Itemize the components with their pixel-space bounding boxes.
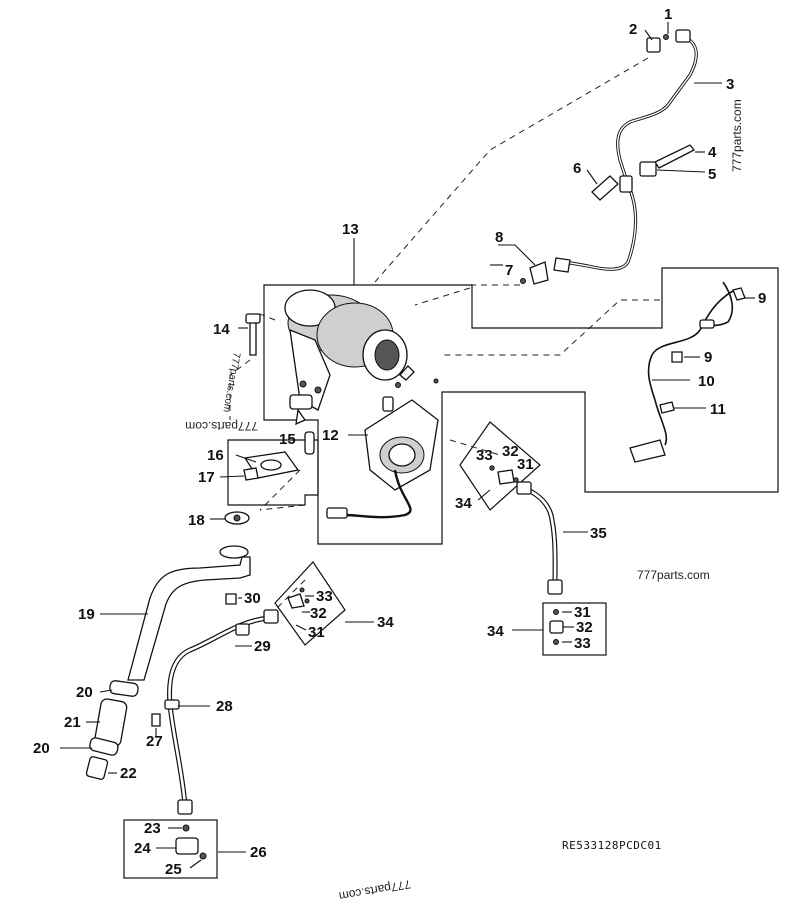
- dowel-15: [304, 431, 315, 455]
- callout-20b: 20: [33, 740, 50, 757]
- clip-5: [639, 161, 657, 177]
- hose-sleeve-6: [591, 175, 619, 201]
- callout-12: 12: [322, 427, 339, 444]
- callout-21: 21: [64, 714, 81, 731]
- callout-5: 5: [708, 166, 716, 183]
- watermark-bottom: 777parts.com: [338, 877, 412, 901]
- callout-2: 2: [629, 21, 637, 38]
- seal-ring-1: [663, 34, 669, 40]
- callout-8: 8: [495, 229, 503, 246]
- callout-13: 13: [342, 221, 359, 238]
- oil-return-assembly: [85, 313, 315, 780]
- gasket-group-frame: [227, 439, 319, 506]
- callout-17: 17: [198, 469, 215, 486]
- callout-30: 30: [244, 590, 261, 607]
- callout-26: 26: [250, 844, 267, 861]
- washer-7: [520, 278, 526, 284]
- line-nut-lower: [553, 257, 571, 273]
- clamp-20-upper: [109, 680, 139, 697]
- actuator-hose-assembly: [489, 465, 564, 645]
- callout-14: 14: [213, 321, 230, 338]
- callout-15: 15: [279, 431, 296, 448]
- fitting-24: [175, 837, 199, 855]
- bolt-4: [654, 144, 696, 169]
- callout-32a: 32: [502, 443, 519, 460]
- callout-32b: 32: [310, 605, 327, 622]
- callout-34a: 34: [455, 495, 472, 512]
- callout-labels: 1 2 3 4 5 6 7 8 9 9 10 11 12 13 14 15 16…: [33, 6, 766, 878]
- turbocharger: [284, 289, 408, 426]
- drawing-code: RE533128PCDC01: [562, 839, 662, 852]
- fitting-group-box-right: [542, 602, 607, 656]
- callout-22: 22: [120, 765, 137, 782]
- callout-7: 7: [505, 262, 513, 279]
- wastegate-actuator: [326, 365, 439, 519]
- callout-9b: 9: [704, 349, 712, 366]
- callout-32c: 32: [576, 619, 593, 636]
- callout-35: 35: [590, 525, 607, 542]
- callout-4: 4: [708, 144, 717, 161]
- sensor-harness: [629, 281, 746, 463]
- fitting-group-diamond-lower: [274, 561, 346, 646]
- clamp-20-lower: [89, 737, 119, 756]
- watermark-right: 777parts.com: [637, 568, 710, 582]
- leader-lines: [60, 22, 755, 869]
- clamp-sleeve: [619, 175, 633, 193]
- callout-31a: 31: [517, 456, 534, 473]
- adapter-22: [85, 756, 109, 780]
- callout-24: 24: [134, 840, 151, 857]
- callout-11: 11: [710, 401, 726, 418]
- fitting-8: [529, 261, 549, 285]
- callout-25: 25: [165, 861, 182, 878]
- callout-31b: 31: [308, 624, 325, 641]
- callout-29: 29: [254, 638, 271, 655]
- nut-17: [243, 467, 259, 481]
- callout-10: 10: [698, 373, 715, 390]
- callout-23: 23: [144, 820, 161, 837]
- callout-34b: 34: [377, 614, 394, 631]
- watermark-upside-down: 777parts.com: [185, 419, 258, 433]
- callout-18: 18: [188, 512, 205, 529]
- oil-supply-line-assembly: [520, 29, 698, 285]
- callout-33b: 33: [316, 588, 333, 605]
- fitting-group-box-bottom: [123, 819, 218, 879]
- callout-16: 16: [207, 447, 224, 464]
- callout-34c: 34: [487, 623, 504, 640]
- bolt-27: [151, 713, 161, 727]
- group-frames: [123, 267, 779, 879]
- callout-28: 28: [216, 698, 233, 715]
- callout-9a: 9: [758, 290, 766, 307]
- callout-3: 3: [726, 76, 734, 93]
- callout-19: 19: [78, 606, 95, 623]
- oil-return-tube-19: [127, 556, 251, 681]
- fitting-group-diamond-upper: [459, 421, 541, 511]
- callout-33c: 33: [574, 635, 591, 652]
- watermark-turbo: 777parts.com: [221, 351, 242, 413]
- connector-2: [646, 37, 661, 53]
- line-nut-top: [675, 29, 691, 43]
- oil-supply-hose-assembly: [151, 587, 310, 860]
- callout-27: 27: [146, 733, 163, 750]
- callout-6: 6: [573, 160, 581, 177]
- callout-31c: 31: [574, 604, 591, 621]
- callout-33a: 33: [476, 447, 493, 464]
- watermark-right-vertical: 777parts.com: [730, 99, 744, 172]
- screw-30: [225, 593, 237, 605]
- callout-20a: 20: [76, 684, 93, 701]
- callout-1: 1: [664, 6, 672, 23]
